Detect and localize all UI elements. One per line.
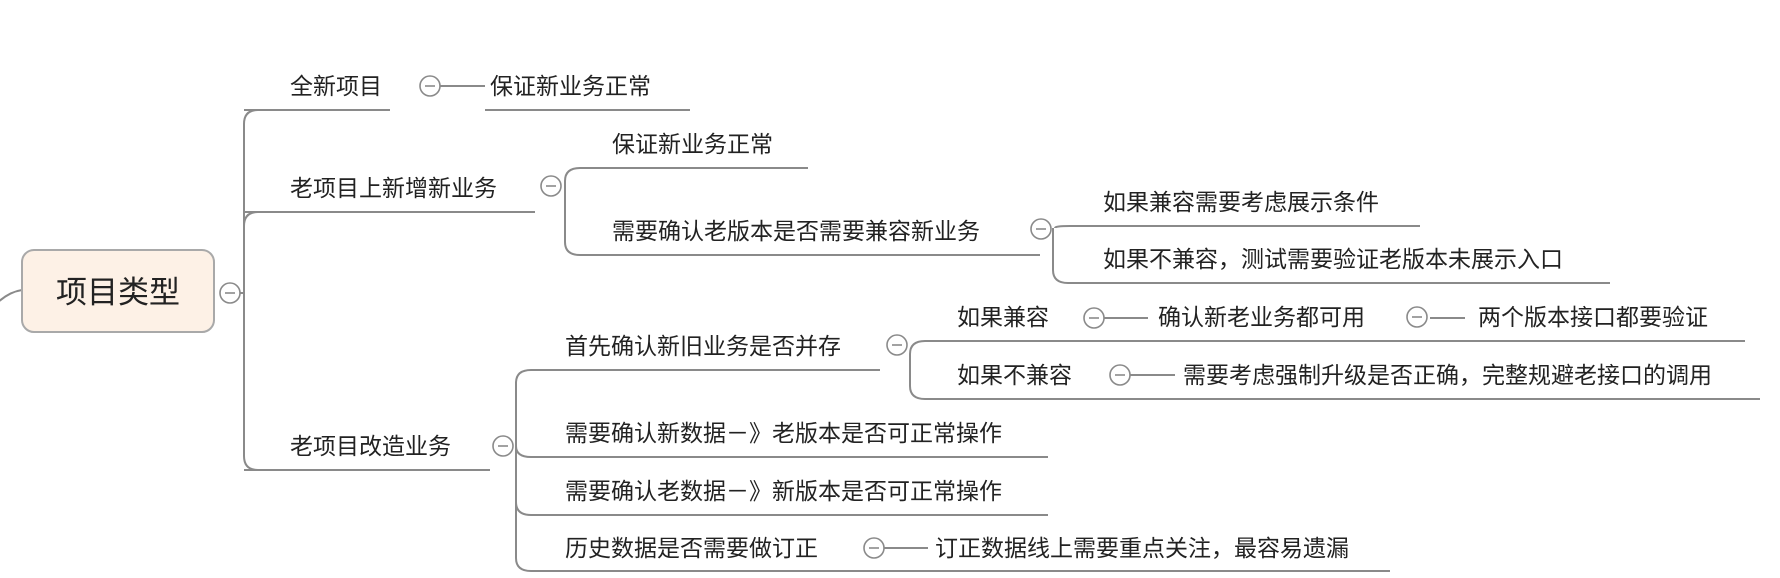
connectors [0,85,1465,572]
subbranch-label[interactable]: 需要确认老版本是否需要兼容新业务 [612,219,980,245]
subbranch-label[interactable]: 确认新老业务都可用 [1158,305,1365,331]
connector-b2-child-2 [564,184,600,256]
collapse-toggle-coexist[interactable] [886,334,908,356]
collapse-toggle-compat[interactable] [1083,307,1105,329]
collapse-toggle-compat-check[interactable] [1030,218,1052,240]
collapse-toggle-confirm-both[interactable] [1406,306,1428,328]
root-node-box[interactable] [21,249,215,333]
subbranch-label[interactable]: 如果不兼容 [957,363,1072,389]
subbranch-label[interactable]: 首先确认新旧业务是否并存 [565,334,841,360]
connector-root-branch-2 [243,211,535,293]
leaf-label[interactable]: 订正数据线上需要重点关注，最容易遗漏 [935,536,1349,562]
leaf-label[interactable]: 如果兼容需要考虑展示条件 [1103,190,1379,216]
subbranch-label[interactable]: 如果兼容 [957,305,1049,331]
connector-b2-child-1 [564,167,600,184]
leaf-label[interactable]: 如果不兼容，测试需要验证老版本未展示入口 [1103,247,1563,273]
collapse-toggle-branch-3[interactable] [492,435,514,457]
collapse-toggles [219,75,1428,559]
leaf-label[interactable]: 需要确认新数据－》老版本是否可正常操作 [565,421,1002,447]
node-labels: 全新项目 保证新业务正常 老项目上新增新业务 保证新业务正常 需要确认老版本是否… [290,74,1712,562]
leaf-label[interactable]: 保证新业务正常 [612,132,773,158]
branch-label[interactable]: 老项目改造业务 [290,434,451,460]
collapse-toggle-incompat[interactable] [1109,364,1131,386]
leaf-label[interactable]: 需要考虑强制升级是否正确，完整规避老接口的调用 [1183,363,1712,389]
branch-label[interactable]: 老项目上新增新业务 [290,176,497,202]
leaf-label[interactable]: 需要确认老数据－》新版本是否可正常操作 [565,479,1002,505]
connector-b3-child-2 [515,445,555,458]
connector-b2c2-child-1 [1054,225,1090,229]
connector-b3c1-child-2 [909,354,945,400]
collapse-toggle-branch-2[interactable] [540,175,562,197]
subbranch-label[interactable]: 历史数据是否需要做订正 [565,536,818,562]
branch-label[interactable]: 全新项目 [290,74,382,100]
collapse-toggle-history[interactable] [863,537,885,559]
connector-b3c1-child-1 [909,340,945,355]
underlines [244,109,1760,572]
root-node-label: 项目类型 [56,275,180,311]
leaf-label[interactable]: 两个版本接口都要验证 [1478,305,1708,331]
root-node[interactable]: 项目类型 [21,249,215,333]
connector-parent-root [0,289,23,302]
connector-b2c2-child-2 [1052,228,1090,284]
collapse-toggle-root[interactable] [219,282,241,304]
leaf-label[interactable]: 保证新业务正常 [490,74,651,100]
collapse-toggle-branch-1[interactable] [419,75,441,97]
connector-b3-child-4 [515,446,555,572]
connector-b3-child-1 [515,369,555,446]
